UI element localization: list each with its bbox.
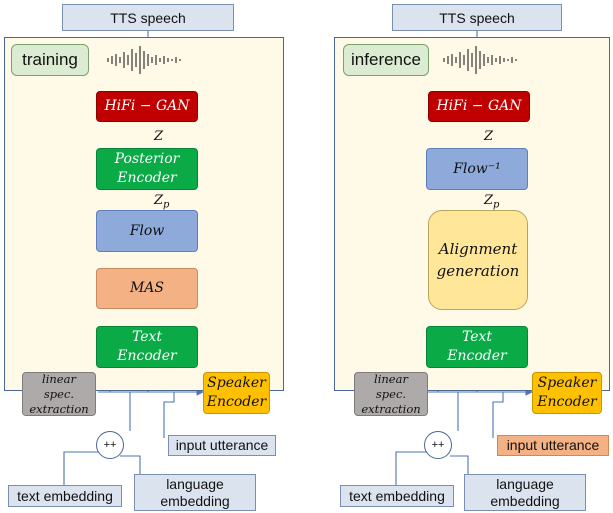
z-label: Z (154, 129, 164, 144)
waveform-icon (107, 46, 181, 74)
text-encoder-block: Text Encoder (96, 326, 198, 368)
hifigan-block: HiFi − GAN (96, 91, 198, 122)
tts-speech-output: TTS speech (62, 4, 234, 31)
z-label-inference: Z (484, 129, 494, 144)
input-utterance-label: input utterance (168, 435, 276, 456)
linear-spec-extraction-block-inference: linear spec. extraction (354, 372, 428, 416)
text-embedding-label-inference: text embedding (340, 485, 454, 507)
training-mode-tag: training (11, 44, 89, 76)
text-embedding-label: text embedding (8, 485, 122, 507)
speaker-encoder-block-inference: Speaker Encoder (532, 372, 602, 414)
speaker-encoder-block: Speaker Encoder (203, 372, 270, 414)
flow-inverse-block: Flow⁻¹ (426, 148, 528, 190)
concat-operator: ++ (96, 431, 124, 459)
input-utterance-label-inference: input utterance (497, 435, 609, 456)
flow-block: Flow (96, 210, 198, 252)
tts-speech-output-inference: TTS speech (392, 4, 562, 31)
language-embedding-label-inference: language embedding (464, 474, 586, 511)
hifigan-block-inference: HiFi − GAN (428, 91, 530, 122)
concat-operator-inference: ++ (424, 431, 452, 459)
waveform-icon (443, 46, 517, 74)
linear-spec-extraction-block: linear spec. extraction (22, 372, 96, 416)
mas-block: MAS (96, 268, 198, 309)
zp-label: Zp (154, 193, 170, 211)
posterior-encoder-block: Posterior Encoder (96, 148, 198, 190)
inference-mode-tag: inference (343, 44, 429, 76)
text-encoder-block-inference: Text Encoder (426, 326, 528, 368)
zp-label-inference: Zp (484, 193, 500, 211)
alignment-generation-block: Alignment generation (428, 210, 528, 310)
language-embedding-label: language embedding (134, 474, 256, 511)
